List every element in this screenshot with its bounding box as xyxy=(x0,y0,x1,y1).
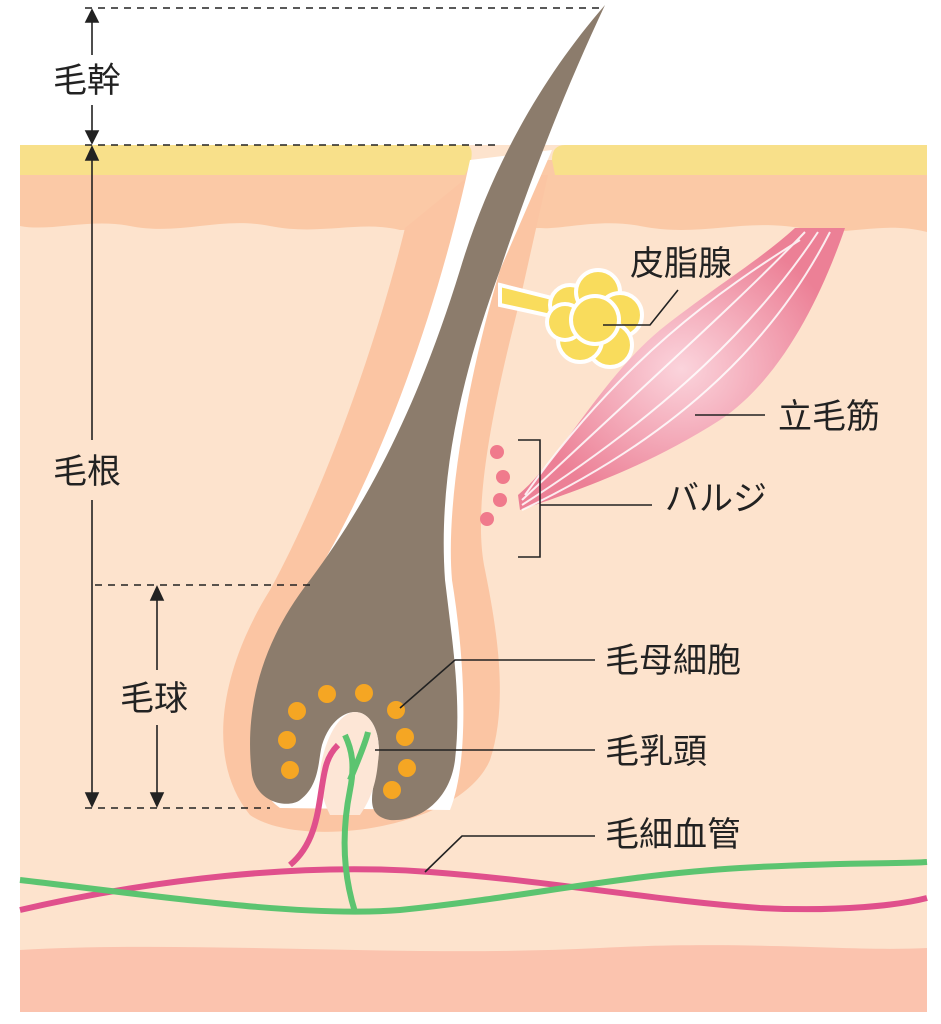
matrix-cell xyxy=(278,731,296,749)
bulge-bracket xyxy=(518,439,541,558)
capillary-green-branch xyxy=(341,731,371,913)
matrix-cell xyxy=(387,701,405,719)
dimension-arrows xyxy=(84,8,165,808)
matrix-cell xyxy=(281,761,299,779)
epidermis-top xyxy=(20,145,927,175)
arrector-pili-muscle xyxy=(518,228,845,510)
capillary-pink-branch xyxy=(288,742,341,868)
matrix-cell xyxy=(318,685,336,703)
leader-capillary xyxy=(424,835,595,873)
bulge-cells xyxy=(480,445,510,526)
matrix-cell xyxy=(288,702,306,720)
label-sebaceous-gland: 皮脂腺 xyxy=(630,244,732,284)
label-bulge: バルジ xyxy=(665,479,767,519)
label-hair-bulb: 毛球 xyxy=(120,679,188,719)
label-capillaries: 毛細血管 xyxy=(605,815,741,855)
capillary-pink xyxy=(19,866,928,913)
matrix-cell xyxy=(383,781,401,799)
label-arrector-pili: 立毛筋 xyxy=(778,397,880,437)
hair-matrix-cells xyxy=(278,684,416,799)
hair xyxy=(250,5,605,821)
subcutis-layer xyxy=(20,945,927,1012)
matrix-cell xyxy=(398,759,416,777)
matrix-cell xyxy=(396,728,414,746)
muscle-fibers xyxy=(521,231,831,511)
label-hair-root: 毛根 xyxy=(53,452,121,492)
label-hair-matrix-cells: 毛母細胞 xyxy=(605,641,741,681)
sebaceous-gland xyxy=(545,268,644,369)
label-hair-shaft: 毛幹 xyxy=(53,61,121,101)
label-dermal-papilla: 毛乳頭 xyxy=(605,732,707,772)
leader-matrix xyxy=(399,659,595,709)
capillary-green xyxy=(19,859,928,915)
matrix-cell xyxy=(355,684,373,702)
leader-sebaceous xyxy=(603,289,679,326)
